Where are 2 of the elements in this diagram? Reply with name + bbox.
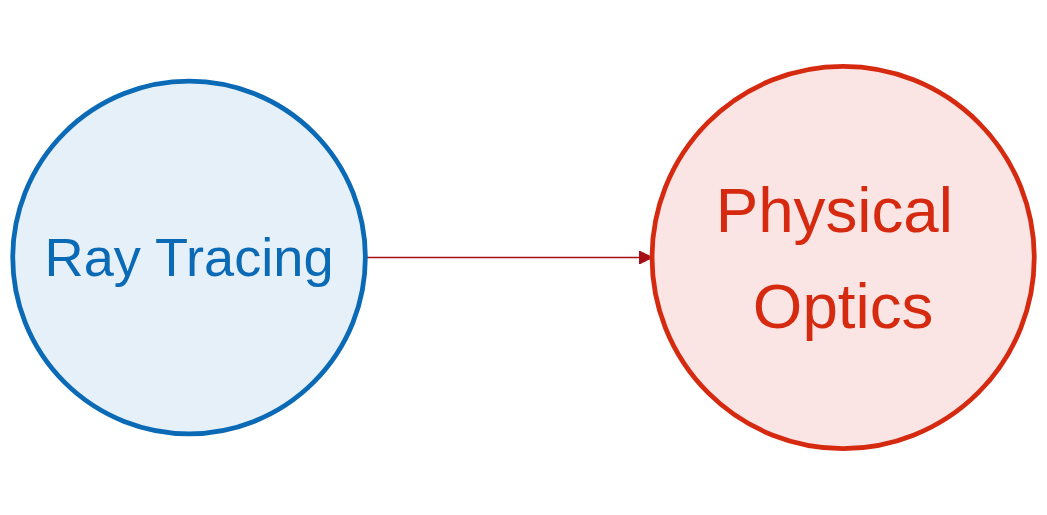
node-circle: Ray Tracing bbox=[10, 78, 368, 437]
node-circle: Physical Optics bbox=[649, 64, 1037, 451]
